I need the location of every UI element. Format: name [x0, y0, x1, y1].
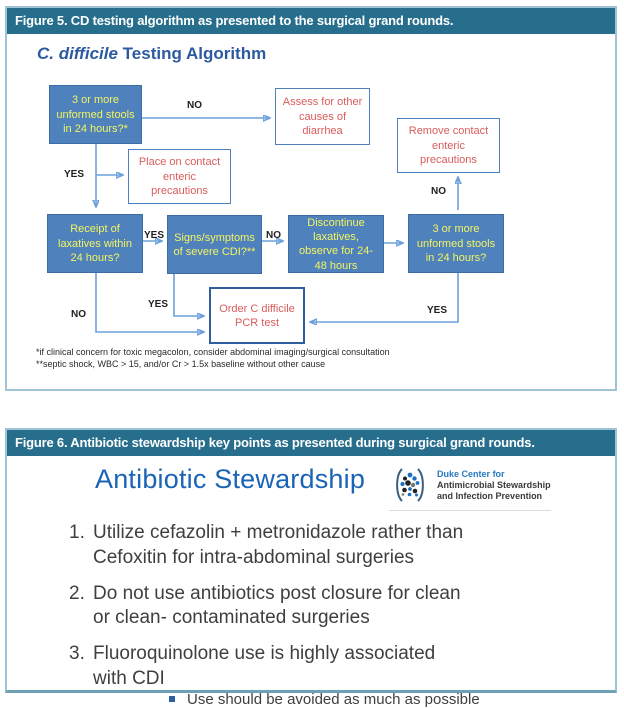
- node-order-pcr-test: Order C difficile PCR test: [209, 287, 305, 345]
- duke-logo-line2: Antimicrobial Stewardship: [437, 479, 551, 490]
- list-item-3-text: Fluoroquinolone use is highly associated…: [93, 643, 436, 689]
- list-item-2-number: 2.: [69, 582, 85, 604]
- duke-logo-text: Duke Center for Antimicrobial Stewardshi…: [437, 469, 551, 501]
- figure6-panel: Figure 6. Antibiotic stewardship key poi…: [5, 428, 617, 708]
- figure5-caption: Figure 5. CD testing algorithm as presen…: [7, 8, 615, 35]
- square-bullet-icon: [169, 696, 175, 703]
- list-item-2-text: Do not use antibiotics post closure for …: [93, 582, 461, 629]
- edge-label-no-bottom: NO: [71, 309, 86, 321]
- stewardship-title: Antibiotic Stewardship: [95, 464, 366, 495]
- duke-logo-line3: and Infection Prevention: [437, 490, 543, 501]
- edge-label-yes-right: YES: [427, 305, 448, 317]
- edge-label-yes-left: YES: [64, 169, 85, 181]
- list-item-3: 3. Fluoroquinolone use is highly associa…: [69, 642, 615, 691]
- node-place-precautions: Place on contact enteric precautions: [128, 149, 231, 205]
- node-unformed-stools-1: 3 or more unformed stools in 24 hours?*: [49, 85, 142, 145]
- figure6-slide: Antibiotic Stewardship: [7, 456, 615, 708]
- edge-label-yes-row2: YES: [144, 230, 165, 242]
- figure6-caption: Figure 6. Antibiotic stewardship key poi…: [7, 430, 615, 457]
- edge-label-no-top: NO: [187, 100, 202, 112]
- algorithm-title-italic: C. difficile: [37, 44, 118, 64]
- duke-center-logo: Duke Center for Antimicrobial Stewardshi…: [389, 464, 551, 512]
- node-unformed-stools-2: 3 or more unformed stools in 24 hours?: [408, 214, 504, 274]
- duke-logo-icon: [396, 468, 424, 503]
- algorithm-title-rest: Testing Algorithm: [117, 44, 267, 64]
- edge-label-no-remove: NO: [431, 186, 446, 198]
- algorithm-title: C. difficile Testing Algorithm: [37, 44, 266, 64]
- list-item-1-text: Utilize cefazolin + metronidazole rather…: [93, 522, 464, 568]
- node-receipt-laxatives: Receipt of laxatives within 24 hours?: [47, 214, 143, 274]
- node-discontinue-laxatives: Discontinue laxatives, observe for 24- 4…: [288, 215, 384, 274]
- sub-bullet-text: Use should be avoided as much as possibl…: [187, 691, 480, 708]
- list-item-1-number: 1.: [69, 522, 85, 544]
- flowchart-arrows: [7, 34, 615, 386]
- stewardship-header: Antibiotic Stewardship: [7, 456, 615, 512]
- node-signs-severe-cdi: Signs/symptoms of severe CDI?**: [167, 215, 262, 275]
- key-points-list: 1. Utilize cefazolin + metronidazole rat…: [69, 521, 615, 708]
- sub-bullet-item: Use should be avoided as much as possibl…: [169, 691, 615, 708]
- duke-logo-line1: Duke Center for: [437, 469, 505, 480]
- edge-label-yes-mid: YES: [148, 299, 169, 311]
- list-item-1: 1. Utilize cefazolin + metronidazole rat…: [69, 521, 615, 570]
- list-item-2: 2. Do not use antibiotics post closure f…: [69, 582, 615, 631]
- figure5-flowchart: C. difficile Testing Algorithm 3 or more…: [7, 34, 615, 387]
- list-item-3-number: 3.: [69, 643, 85, 665]
- node-remove-precautions: Remove contact enteric precautions: [397, 118, 500, 174]
- edge-label-no-row2: NO: [266, 230, 281, 242]
- node-assess-other-causes: Assess for other causes of diarrhea: [275, 88, 370, 146]
- footnote-septic-shock: **septic shock, WBC > 15, and/or Cr > 1.…: [36, 359, 326, 370]
- figure5-panel: Figure 5. CD testing algorithm as presen…: [5, 6, 617, 391]
- footnote-toxic-megacolon: *if clinical concern for toxic megacolon…: [36, 347, 390, 358]
